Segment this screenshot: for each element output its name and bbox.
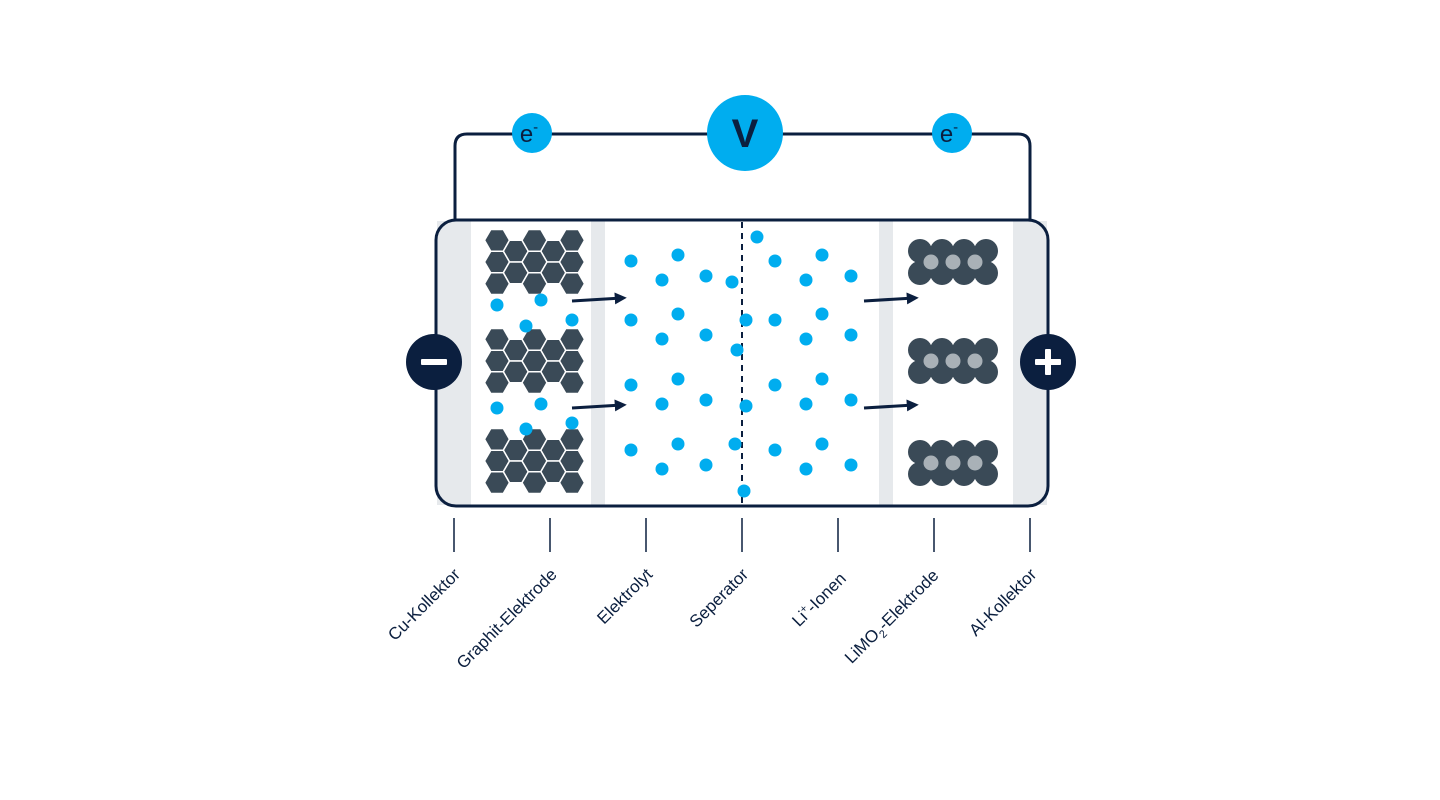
li-ion-dot [737,484,751,498]
li-ion-dot [490,401,504,415]
graphite-hexagon [558,471,586,495]
li-ion-dot [815,307,829,321]
lithium-site [923,254,939,270]
li-ion-dot [655,332,669,346]
li-ion-dot [768,378,782,392]
lithium-site [945,455,961,471]
li-ion-dot [799,273,813,287]
electron-left-label: e- [520,119,538,148]
li-ion-dot [671,307,685,321]
lithium-site [967,353,983,369]
li-ion-dot [655,273,669,287]
graphite-hexagon [483,371,511,395]
graphite-hexagon [483,272,511,296]
ion-flow-arrow-icon [863,292,919,305]
li-ion-dot [534,293,548,307]
electron-left-icon [512,113,552,153]
li-ion-dot [844,328,858,342]
li-ion-dot [739,399,753,413]
li-ion-dot [768,443,782,457]
ion-flow-arrow-icon [571,292,627,305]
lithium-site [945,254,961,270]
li-ion-dot [655,397,669,411]
graphite-hexagon [558,371,586,395]
li-ion-dot [671,437,685,451]
li-ion-dot [699,269,713,283]
graphite-hexagon [483,471,511,495]
lithium-site [967,254,983,270]
lithium-site [967,455,983,471]
electron-right-label: e- [940,119,958,148]
li-ion-dot [739,313,753,327]
li-ion-dot [699,328,713,342]
li-ion-dot [725,275,739,289]
li-ion-dot [565,313,579,327]
limo2-electrode-layers [908,239,998,486]
li-ion-dot [799,332,813,346]
li-ions-group [490,230,858,498]
cathode-boundary-strip [879,221,893,505]
li-ion-dot [534,397,548,411]
li-ion-dot [565,416,579,430]
li-ion-dot [624,378,638,392]
lithium-site [923,353,939,369]
li-ion-dot [728,437,742,451]
electron-right-icon [932,113,972,153]
li-ion-dot [519,422,533,436]
li-ion-dot [799,462,813,476]
minus-sign-icon [421,359,447,365]
graphite-boundary-strip [591,221,605,505]
li-ion-dot [624,313,638,327]
lithium-site [945,353,961,369]
ion-flow-arrow-icon [863,399,919,412]
li-ion-dot [624,254,638,268]
li-ion-dot [768,313,782,327]
graphite-hexagon [521,471,548,495]
li-ion-dot [768,254,782,268]
graphite-hexagon [558,327,586,351]
voltmeter-icon [707,95,783,171]
graphite-hexagon [558,250,586,274]
li-ion-dot [671,372,685,386]
li-ion-dot [730,343,744,357]
li-ion-dot [750,230,764,244]
li-ion-dot [815,437,829,451]
graphite-hexagon [558,449,586,473]
voltmeter-symbol: V [732,112,759,156]
li-ion-dot [844,393,858,407]
graphite-hexagon [558,272,586,296]
lithium-site [923,455,939,471]
graphite-hexagon [558,427,586,451]
li-ion-dot [699,393,713,407]
li-ion-dot [490,298,504,312]
li-ion-dot [624,443,638,457]
li-ion-dot [815,372,829,386]
li-ion-dot [844,458,858,472]
li-ion-dot [799,397,813,411]
graphite-hexagon [558,228,586,252]
plus-sign-vertical [1045,349,1051,375]
li-ion-dot [519,319,533,333]
graphite-hexagon [558,349,586,373]
graphite-electrode-layers [483,228,586,495]
li-ion-dot [699,458,713,472]
li-ion-dot [844,269,858,283]
li-ion-dot [671,248,685,262]
ion-flow-arrow-icon [571,399,627,412]
li-ion-dot [655,462,669,476]
li-ion-dot [815,248,829,262]
graphite-hexagon [521,272,548,296]
graphite-hexagon [521,371,548,395]
